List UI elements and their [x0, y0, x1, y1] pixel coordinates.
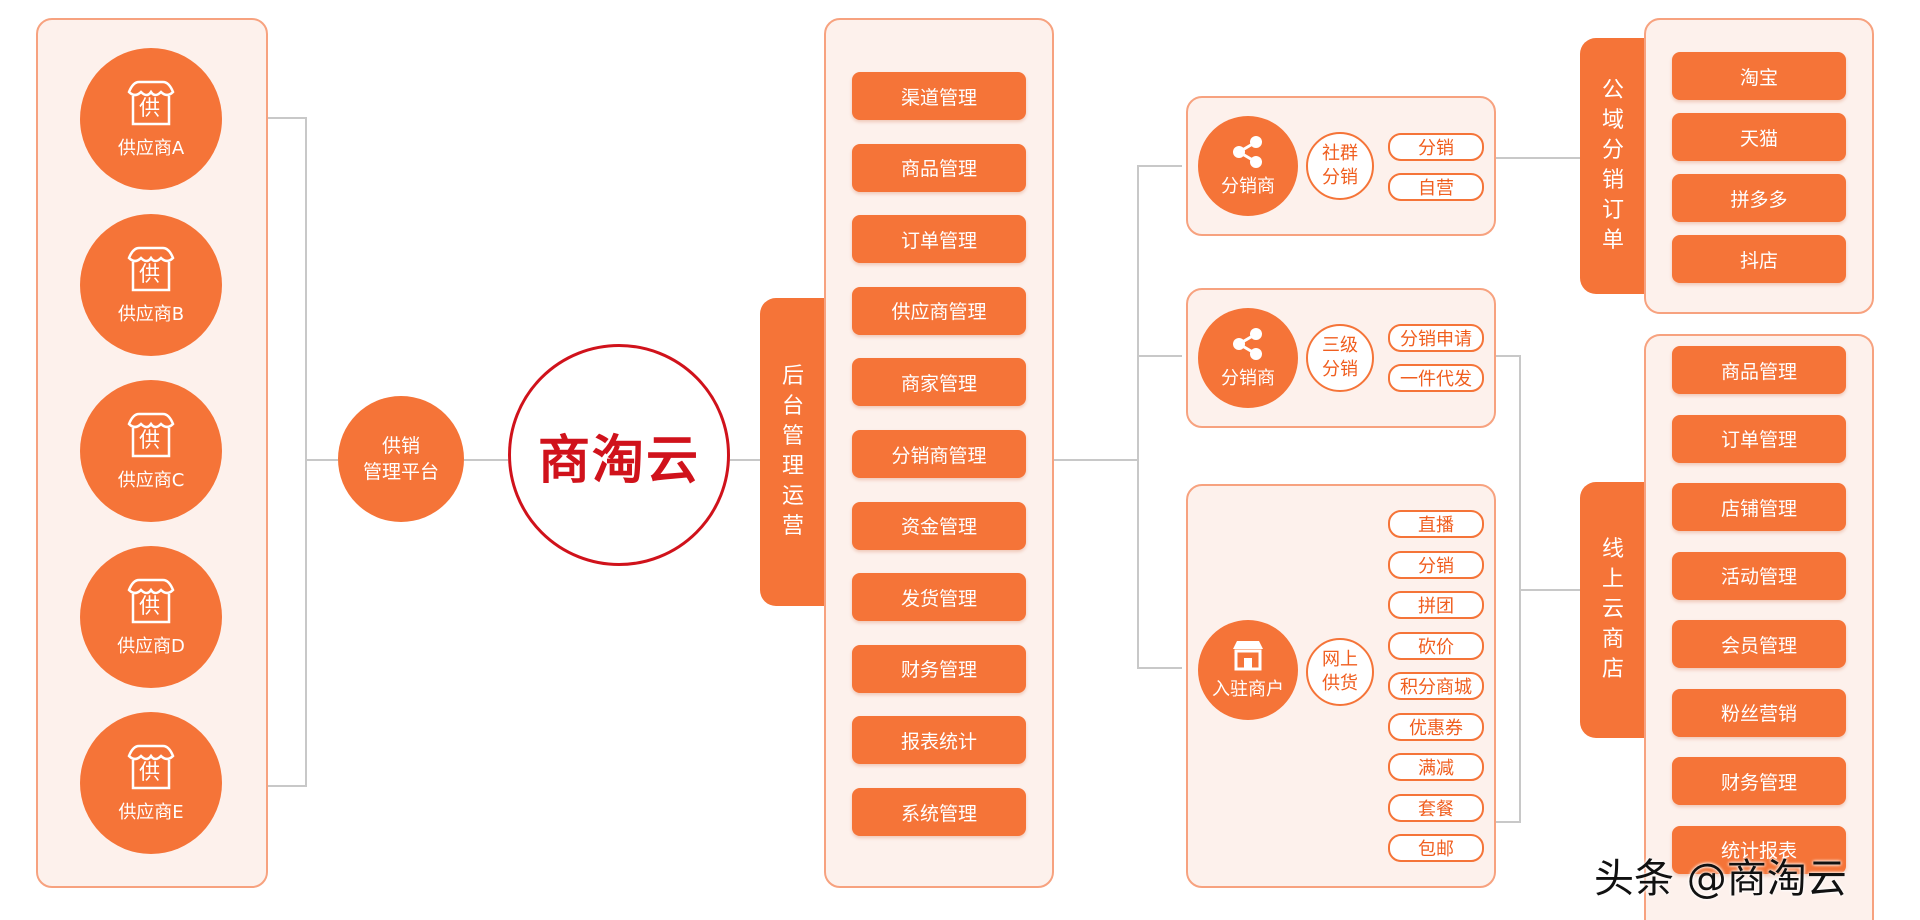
supply-icon-char: 供: [139, 760, 160, 784]
supplier-label: 供应商C: [117, 470, 185, 491]
backend-menu-item: 商家管理: [852, 358, 1026, 407]
public-domain-tab: 公域分销订单: [1580, 38, 1646, 294]
supply-icon-char: 供: [139, 262, 160, 286]
supply-icon-char: 供: [139, 96, 160, 120]
feature-tag: 分销: [1388, 133, 1484, 161]
supplier-circle: 供供应商D: [80, 546, 222, 688]
watermark: 头条 @商淘云: [1594, 856, 1847, 902]
platform-line2: 管理平台: [362, 461, 439, 483]
supply-icon-char: 供: [139, 428, 160, 452]
social-ring: 社群分销: [1306, 132, 1374, 200]
share-icon: [1233, 328, 1262, 360]
feature-tag: 包邮: [1388, 834, 1484, 862]
distributor-label-1: 分销商: [1221, 176, 1275, 197]
supply-store-icon: 供: [125, 78, 177, 128]
supply-store-icon: 供: [125, 742, 177, 792]
online-supply-ring-line1: 网上: [1322, 649, 1358, 670]
cloud-store-item: 统计报表: [1672, 825, 1846, 874]
three-level-ring-line1: 三级: [1322, 335, 1358, 356]
feature-tag: 一件代发: [1388, 364, 1484, 392]
backend-menu-item: 分销商管理: [852, 430, 1026, 478]
cloud-store-item: 粉丝营销: [1672, 688, 1846, 737]
distributor-circle-2: 分销商: [1198, 308, 1298, 408]
supplier-label: 供应商B: [117, 304, 185, 325]
distributor-circle-1: 分销商: [1198, 116, 1298, 216]
online-supply-ring: 网上供货: [1306, 638, 1374, 706]
supply-icon-char: 供: [139, 594, 160, 618]
supply-store-icon: 供: [125, 410, 177, 460]
social-ring-line2: 分销: [1322, 167, 1358, 188]
supplier-circle: 供供应商B: [80, 214, 222, 356]
platform-line1: 供销: [381, 435, 420, 457]
supply-store-icon: 供: [125, 244, 177, 294]
supply-store-icon: 供: [125, 576, 177, 626]
public-domain-item: 淘宝: [1672, 52, 1846, 100]
feature-tag: 分销: [1388, 550, 1484, 579]
share-icon: [1233, 136, 1262, 168]
backend-menu-item: 商品管理: [852, 143, 1026, 192]
store-icon: [1233, 641, 1263, 671]
cloud-store-item: 会员管理: [1672, 620, 1846, 668]
supplier-label: 供应商D: [117, 636, 185, 657]
channel-bracket-line: [1137, 165, 1182, 669]
backend-menu-item: 供应商管理: [852, 286, 1026, 335]
public-domain-tab-label: 公域分销订单: [1601, 78, 1624, 253]
cloud-store-item: 商品管理: [1672, 346, 1846, 394]
backend-menu-item: 发货管理: [852, 573, 1026, 622]
public-domain-item: 抖店: [1672, 235, 1846, 283]
backend-menu-item: 资金管理: [852, 501, 1026, 550]
feature-tag: 优惠券: [1388, 712, 1484, 741]
backend-menu-item: 渠道管理: [852, 72, 1026, 120]
supplier-circle: 供供应商C: [80, 380, 222, 522]
supplier-label: 供应商E: [118, 802, 184, 823]
backend-tab: 后台管理运营: [760, 298, 826, 606]
cloud-store-tab-label: 线上云商店: [1601, 537, 1624, 682]
cloud-store-item: 财务管理: [1672, 757, 1846, 805]
supplier-circle: 供供应商A: [80, 48, 222, 190]
backend-menu-item: 报表统计: [852, 716, 1026, 765]
feature-tag: 套餐: [1388, 793, 1484, 822]
backend-menu-item: 财务管理: [852, 644, 1026, 693]
three-level-ring: 三级分销: [1306, 324, 1374, 392]
three-level-ring-line2: 分销: [1322, 359, 1358, 380]
feature-tag: 满减: [1388, 753, 1484, 781]
cloud-store-item: 活动管理: [1672, 551, 1846, 600]
feature-tag: 直播: [1388, 510, 1484, 538]
online-supply-ring-line2: 供货: [1322, 673, 1358, 694]
cloud-store-tab: 线上云商店: [1580, 482, 1646, 738]
merchant-circle: 入驻商户: [1198, 620, 1298, 720]
supplier-circle: 供供应商E: [80, 712, 222, 854]
public-domain-item: 拼多多: [1672, 174, 1846, 222]
feature-tag: 自营: [1388, 173, 1484, 201]
supplier-label: 供应商A: [117, 138, 185, 159]
backend-menu-item: 订单管理: [852, 215, 1026, 264]
feature-tag: 积分商城: [1388, 672, 1484, 700]
supplier-bracket-line: [268, 117, 307, 787]
cloud-store-item: 店铺管理: [1672, 483, 1846, 531]
feature-tag: 拼团: [1388, 591, 1484, 619]
social-ring-line1: 社群: [1322, 143, 1358, 164]
supply-platform-circle: 供销 管理平台: [338, 396, 464, 522]
merchant-label: 入驻商户: [1212, 679, 1284, 700]
brand-circle: 商淘云: [508, 344, 730, 566]
distributor-label-2: 分销商: [1221, 368, 1275, 389]
feature-tag: 分销申请: [1388, 324, 1484, 352]
backend-menu-item: 系统管理: [852, 788, 1026, 836]
feature-tag: 砍价: [1388, 631, 1484, 660]
brand-logo-text: 商淘云: [537, 430, 700, 491]
backend-tab-label: 后台管理运营: [781, 364, 804, 539]
public-domain-item: 天猫: [1672, 113, 1846, 161]
cloud-store-item: 订单管理: [1672, 414, 1846, 463]
